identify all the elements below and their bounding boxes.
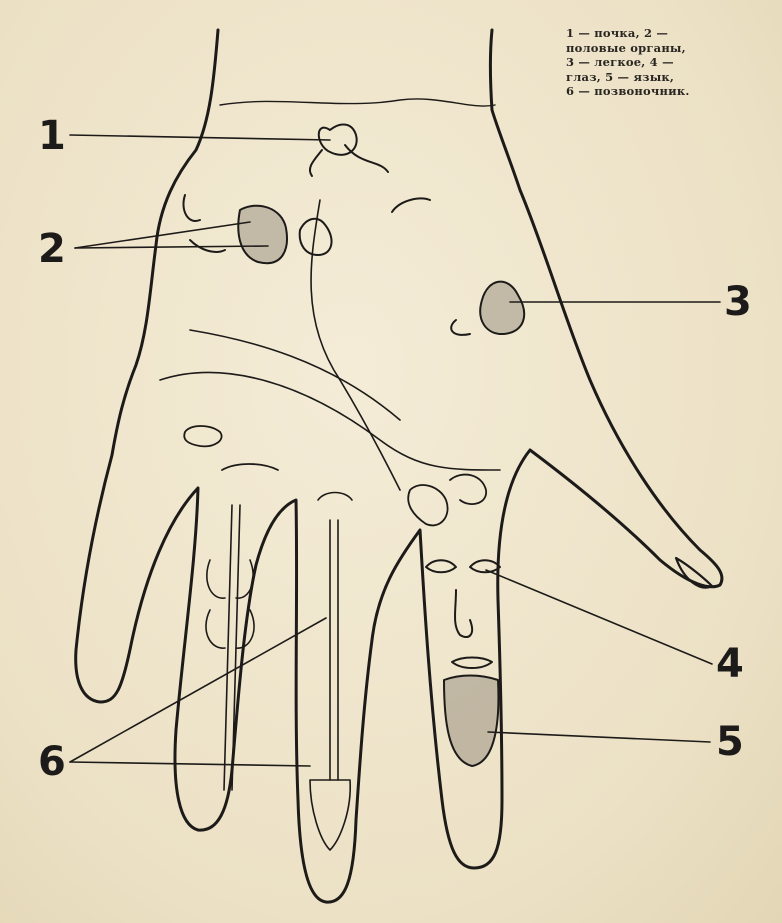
callout-number-kidney: 1 xyxy=(38,116,66,156)
lung-organ xyxy=(392,199,524,335)
tongue-organ xyxy=(444,676,498,767)
legend-line: половые органы, xyxy=(566,41,776,56)
legend-line: 6 — позвоночник. xyxy=(566,84,776,99)
legend: 1 — почка, 2 — половые органы, 3 — легко… xyxy=(566,26,776,99)
hand-outline xyxy=(76,30,722,902)
palm-crease xyxy=(190,330,400,420)
callout-number-spine: 6 xyxy=(38,742,66,782)
callout-number-eye: 4 xyxy=(716,644,744,684)
callout-number-tongue: 5 xyxy=(716,722,744,762)
kidney-organ xyxy=(310,125,388,176)
wrist-crease xyxy=(220,99,495,106)
eye-organ xyxy=(426,560,500,668)
palm-crease xyxy=(311,200,400,490)
legend-line: глаз, 5 — язык, xyxy=(566,70,776,85)
legend-line: 3 — легкое, 4 — xyxy=(566,55,776,70)
palm-organs xyxy=(184,426,486,525)
legend-line: 1 — почка, 2 — xyxy=(566,26,776,41)
palm-crease xyxy=(160,373,500,471)
thumb-nail xyxy=(676,558,712,588)
callout-number-lung: 3 xyxy=(724,282,752,322)
callout-number-genitals: 2 xyxy=(38,229,66,269)
